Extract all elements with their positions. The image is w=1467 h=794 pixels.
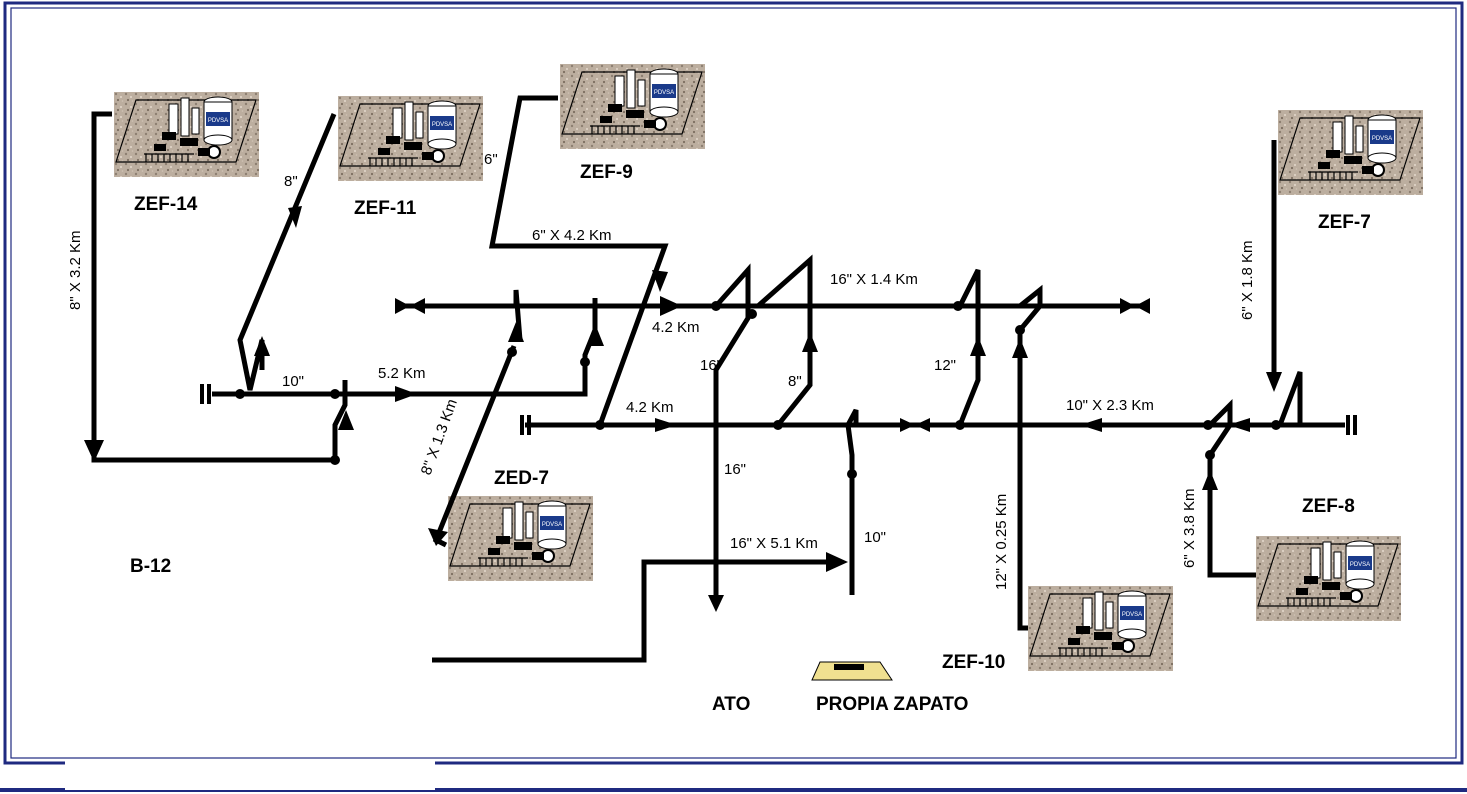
plant-icon bbox=[811, 661, 893, 681]
wellpad-zef-9 bbox=[559, 63, 706, 150]
pipe-8in bbox=[756, 254, 813, 427]
wellpad-zef-7 bbox=[1277, 109, 1424, 196]
pipe-label: 16" bbox=[700, 357, 722, 374]
label-zef-9: ZEF-9 bbox=[580, 162, 633, 183]
pipe-label: 12" bbox=[934, 357, 956, 374]
wellpad-zef-8 bbox=[1255, 535, 1402, 622]
pipe-label: 4.2 Km bbox=[626, 399, 674, 416]
pipe-label: 8" X 3.2 Km bbox=[67, 230, 84, 310]
pipe-12in bbox=[957, 268, 981, 426]
wellpad-zed-7 bbox=[447, 495, 594, 582]
area-label-ato: ATO bbox=[712, 694, 750, 715]
plant-detail bbox=[834, 664, 864, 670]
pipe-label: 6" X 3.8 Km bbox=[1181, 488, 1198, 568]
pipe-label: 8" bbox=[284, 173, 298, 190]
pipe-label: 4.2 Km bbox=[652, 319, 700, 336]
pipe-label: 16" bbox=[724, 461, 746, 478]
pipe-zef-9 bbox=[488, 95, 669, 426]
pipe-16in-down bbox=[713, 263, 751, 605]
area-label-b-12: B-12 bbox=[130, 556, 171, 577]
pipe-label: 8" X 1.3 Km bbox=[418, 397, 461, 478]
pipe-10in bbox=[212, 298, 598, 397]
label-zef-11: ZEF-11 bbox=[354, 198, 417, 219]
pipe-label: 10" bbox=[282, 373, 304, 390]
label-zef-10: ZEF-10 bbox=[942, 652, 1005, 673]
pipe-label: 6" X 1.8 Km bbox=[1239, 240, 1256, 320]
label-zef-14: ZEF-14 bbox=[134, 194, 198, 215]
pipe-16in-5km bbox=[432, 559, 836, 663]
pipe-label: 6" bbox=[484, 151, 498, 168]
pipe-label: 5.2 Km bbox=[378, 365, 426, 382]
pipe-label: 10" bbox=[864, 529, 886, 546]
pipe-label: 12" X 0.25 Km bbox=[993, 494, 1010, 590]
wellpad-zef-11 bbox=[337, 95, 484, 182]
wellpad-zef-14 bbox=[113, 91, 260, 178]
pipe-label: 16" X 1.4 Km bbox=[830, 271, 918, 288]
pipe-label: 8" bbox=[788, 373, 802, 390]
label-zef-7: ZEF-7 bbox=[1318, 212, 1371, 233]
pipe-label: 6" X 4.2 Km bbox=[532, 227, 612, 244]
label-zed-7: ZED-7 bbox=[494, 468, 549, 489]
wellpad-zef-10 bbox=[1027, 585, 1174, 672]
valve-icon bbox=[395, 298, 425, 314]
pipe-label: 10" X 2.3 Km bbox=[1066, 397, 1154, 414]
label-zef-8: ZEF-8 bbox=[1302, 496, 1355, 517]
pipe-10in-right bbox=[845, 408, 859, 595]
area-label-propia-zapato: PROPIA ZAPATO bbox=[816, 694, 968, 715]
valve-icon bbox=[1120, 298, 1150, 314]
fittings bbox=[84, 206, 1357, 612]
pipe-12in-025km bbox=[1017, 284, 1043, 631]
valve-icon bbox=[900, 418, 930, 432]
pipe-label: 16" X 5.1 Km bbox=[730, 535, 818, 552]
pipe-zef-8 bbox=[1207, 398, 1256, 578]
